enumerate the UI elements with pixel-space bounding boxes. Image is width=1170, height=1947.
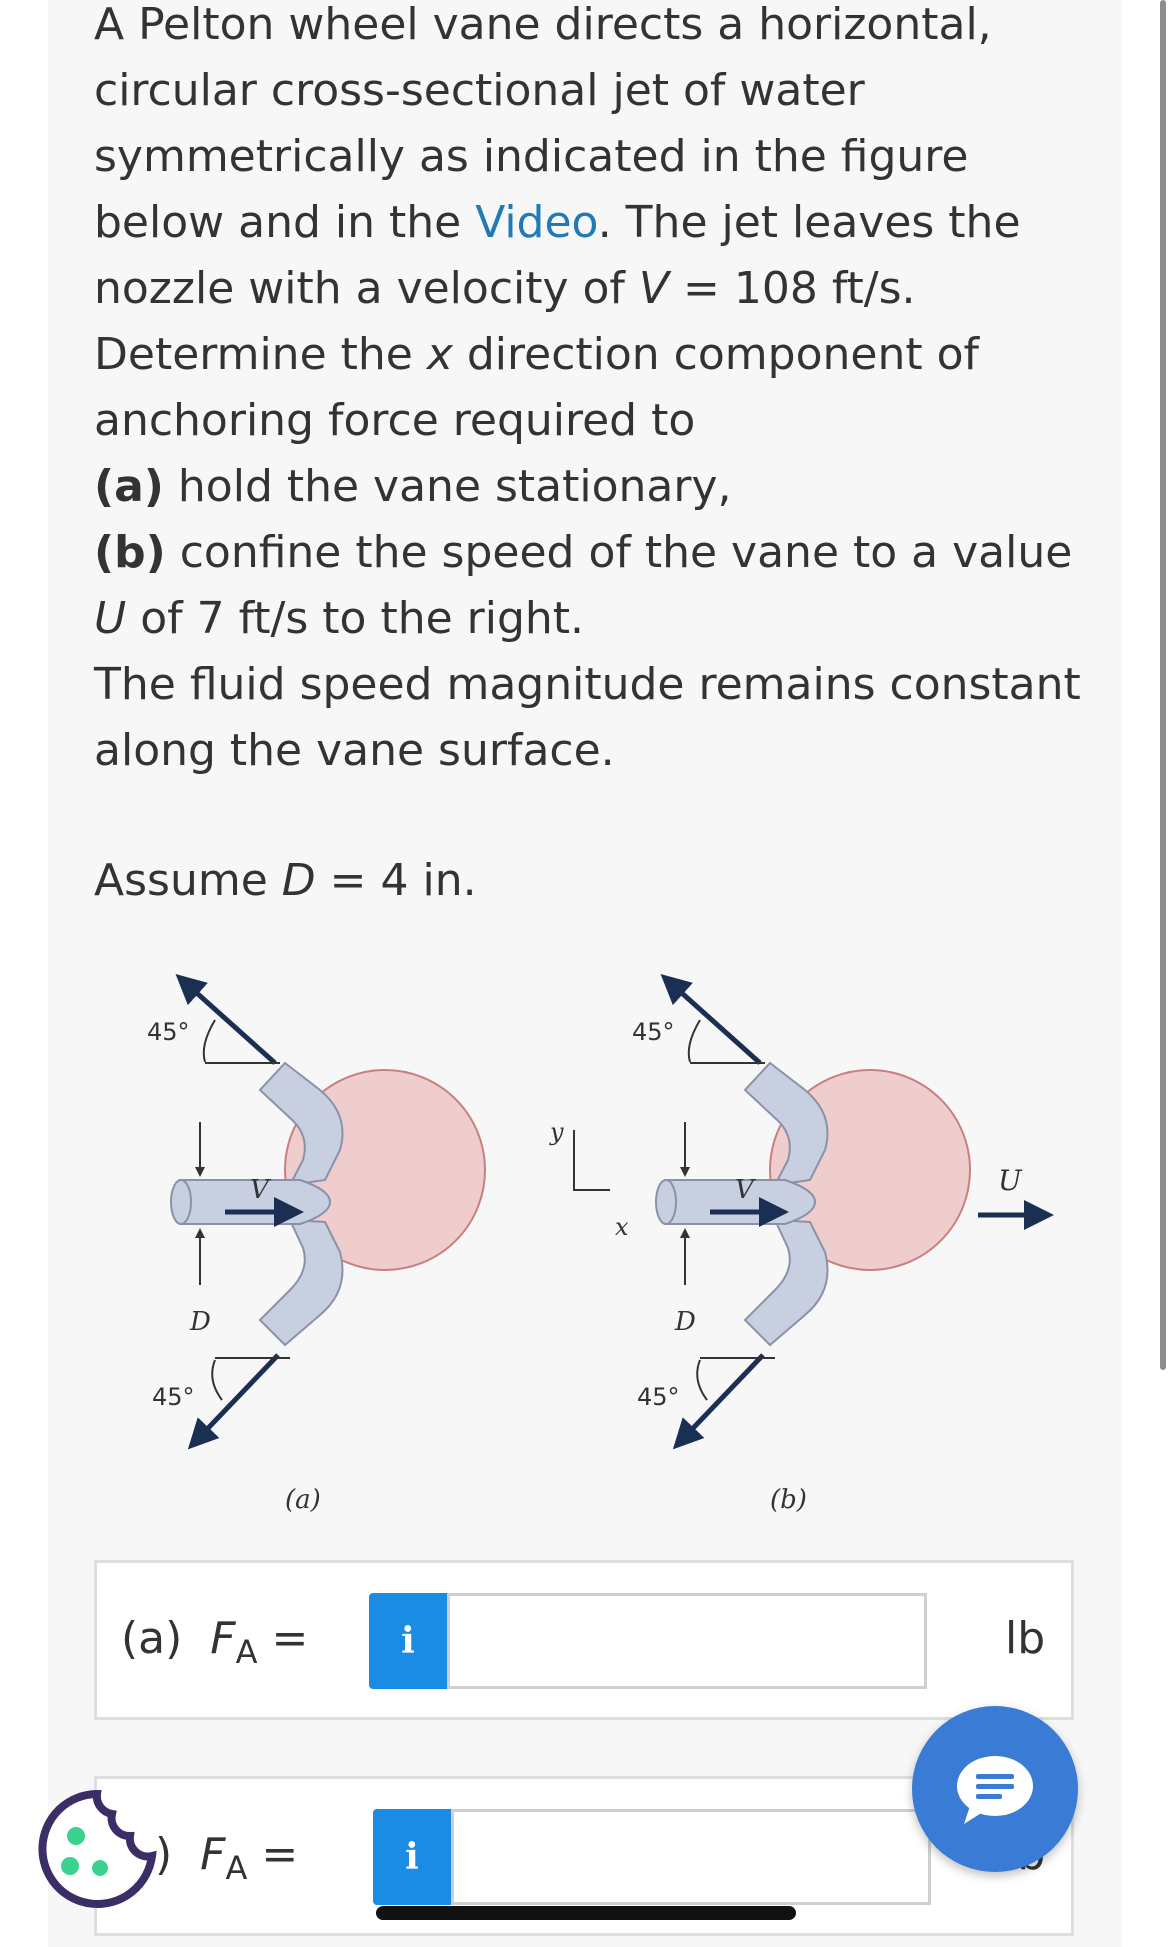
upper-jet [743, 1061, 829, 1187]
problem-intro: A Pelton wheel vane directs a horizontal… [94, 0, 1021, 446]
info-icon[interactable]: i [369, 1593, 447, 1689]
diameter-label: D [674, 1307, 696, 1337]
angle-label-upper: 45° [147, 1018, 190, 1046]
cookie-icon [38, 1789, 157, 1908]
answer-row-a: (a) FA = i lb [94, 1560, 1074, 1720]
x-axis-label: x [615, 1213, 629, 1241]
upper-jet [258, 1061, 344, 1187]
answer-label-a: (a) FA = [121, 1613, 309, 1671]
lower-jet [743, 1218, 829, 1347]
jet-section [170, 1179, 192, 1225]
part-a-statement: (a) hold the vane stationary, [94, 461, 732, 512]
diagram-b: V D 45° 45° U (b) [632, 973, 1054, 1515]
outlet-arrow-lower [672, 1353, 765, 1450]
answer-row-b: ) FA = i lb [94, 1776, 1074, 1936]
diagram-a: V D 45° 45° (a) [147, 973, 486, 1515]
assumption: Assume D = 4 in. [94, 855, 477, 906]
angle-label-lower: 45° [637, 1383, 680, 1411]
angle-arc-lower [696, 1359, 708, 1401]
jet-section [655, 1179, 677, 1225]
speed-note: The fluid speed magnitude remains consta… [94, 659, 1081, 776]
velocity-label: V [250, 1175, 271, 1205]
caption-b: (b) [770, 1485, 807, 1515]
coordinate-axes: y x [549, 1118, 629, 1241]
lower-jet [258, 1218, 344, 1347]
y-axis-label: y [549, 1118, 564, 1146]
unit-label-a: lb [1005, 1613, 1046, 1664]
vane-speed-label: U [998, 1164, 1023, 1197]
home-indicator [376, 1906, 796, 1920]
chat-icon [957, 1756, 1033, 1824]
angle-arc-upper [687, 1019, 701, 1063]
angle-arc-upper [202, 1019, 216, 1063]
outlet-arrow-upper [660, 973, 762, 1065]
outlet-arrow-upper [175, 973, 277, 1065]
info-icon[interactable]: i [373, 1809, 451, 1905]
angle-label-upper: 45° [632, 1018, 675, 1046]
axis-lines [573, 1130, 610, 1191]
chat-button[interactable] [912, 1706, 1078, 1872]
video-link[interactable]: Video [475, 197, 598, 248]
answer-input-a[interactable] [447, 1593, 927, 1689]
problem-statement: A Pelton wheel vane directs a horizontal… [94, 0, 1094, 784]
answer-input-b[interactable] [451, 1809, 931, 1905]
caption-a: (a) [285, 1485, 321, 1515]
diameter-label: D [189, 1307, 211, 1337]
answer-label-b: ) FA = [155, 1829, 299, 1887]
part-b-statement: (b) confine the speed of the vane to a v… [94, 527, 1073, 644]
cookie-settings-button[interactable] [34, 1786, 160, 1912]
angle-label-lower: 45° [152, 1383, 195, 1411]
pelton-vane-figure: V D 45° 45° (a) y x V D 45° [147, 973, 1054, 1515]
velocity-label: V [735, 1175, 756, 1205]
outlet-arrow-lower [187, 1353, 280, 1450]
angle-arc-lower [211, 1359, 223, 1401]
scrollbar[interactable] [1160, 0, 1166, 1370]
